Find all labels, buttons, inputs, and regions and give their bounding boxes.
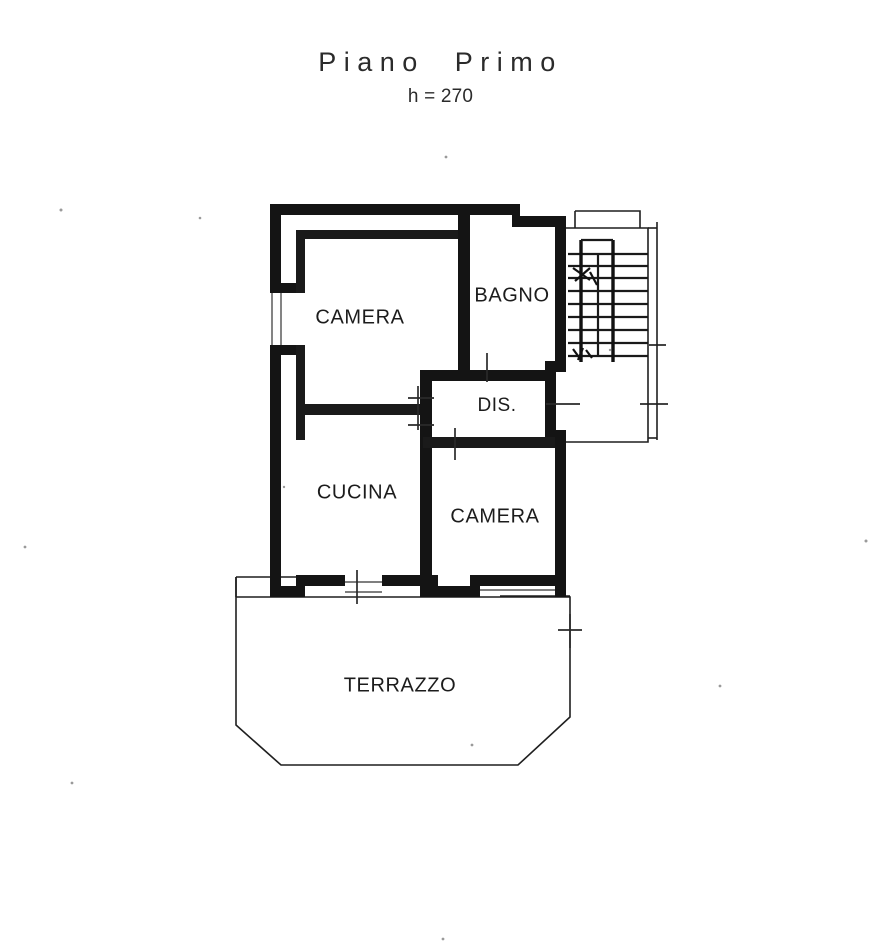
staircase [566,210,658,443]
scan-noise [23,155,868,941]
room-label-dis: DIS. [478,395,517,416]
room-label-camera-1: CAMERA [315,306,404,328]
terrazzo-outline [235,576,571,766]
room-labels: CAMERA BAGNO DIS. CUCINA CAMERA TERRAZZO [315,284,549,696]
stair-railing [579,238,615,362]
exterior-walls [270,204,566,597]
room-label-cucina: CUCINA [317,481,397,503]
interior-walls [296,215,556,597]
room-label-terrazzo: TERRAZZO [344,674,457,696]
room-label-bagno: BAGNO [474,284,549,306]
room-label-camera-2: CAMERA [450,505,539,527]
door-opening-marks [356,344,668,648]
stair-direction-arrows [572,267,598,361]
